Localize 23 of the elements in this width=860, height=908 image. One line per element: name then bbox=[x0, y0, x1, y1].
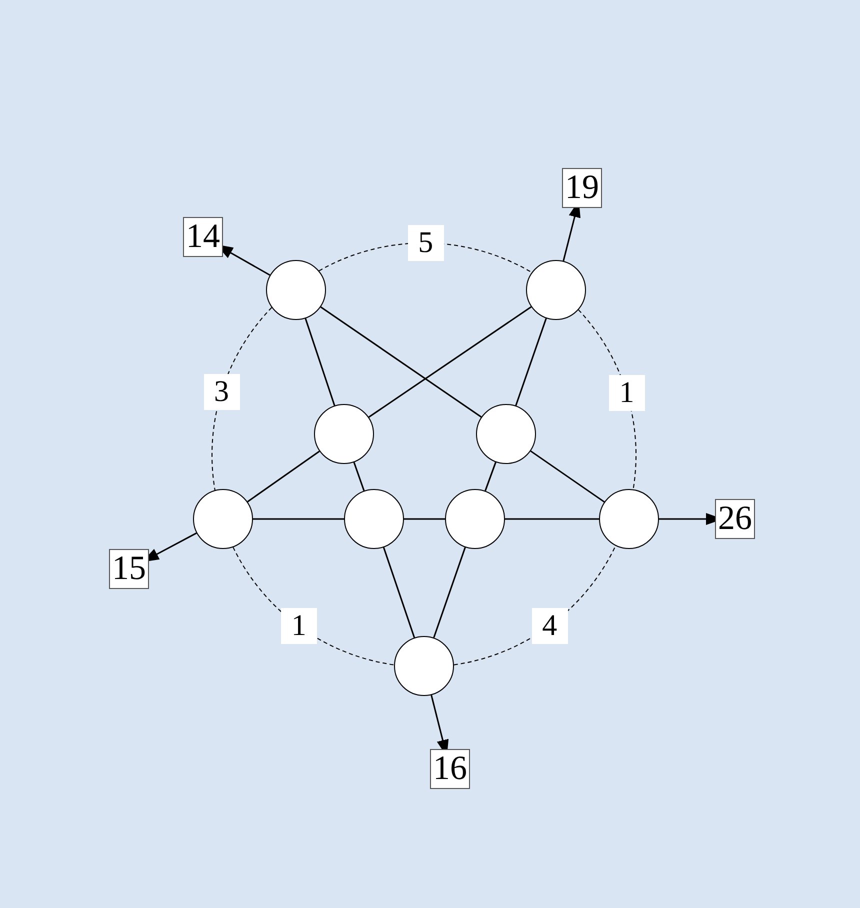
connector-line bbox=[515, 318, 547, 406]
number-box: 15 bbox=[109, 549, 149, 589]
connector-line bbox=[530, 450, 605, 503]
connector-line bbox=[253, 518, 344, 520]
connector-line bbox=[404, 518, 445, 520]
connector-line bbox=[484, 462, 496, 492]
edge-label: 5 bbox=[408, 225, 444, 261]
edge-label: 1 bbox=[608, 375, 645, 411]
number-box: 19 bbox=[562, 168, 602, 208]
number-box: 14 bbox=[183, 217, 223, 257]
connector-line bbox=[382, 547, 416, 638]
edge-label: 4 bbox=[532, 608, 568, 644]
connector-line bbox=[320, 306, 482, 418]
number-box: 26 bbox=[715, 499, 755, 539]
connector-line bbox=[368, 306, 532, 418]
connector-line bbox=[353, 462, 365, 491]
number-box: 16 bbox=[430, 749, 470, 789]
edge-label: 3 bbox=[204, 374, 240, 410]
edge-label: 1 bbox=[280, 608, 317, 644]
connector-line bbox=[433, 547, 466, 638]
connector-line bbox=[505, 518, 599, 520]
connector-line bbox=[304, 318, 336, 406]
connector-line bbox=[247, 450, 320, 502]
